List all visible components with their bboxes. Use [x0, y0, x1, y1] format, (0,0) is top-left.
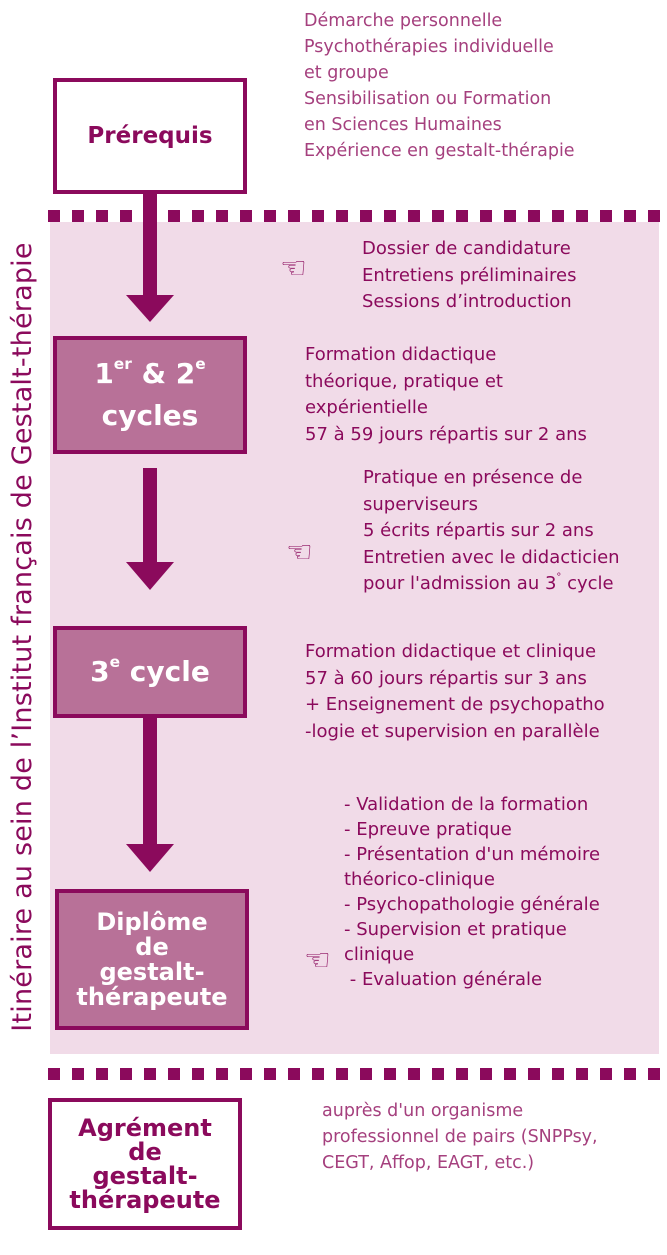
cycle3-detail: 57 à 60 jours répartis sur 3 ans [305, 667, 587, 689]
transition3-details: Pratique en présence de superviseurs 5 é… [363, 465, 620, 598]
pointing-hand-icon: ☜ [304, 943, 331, 978]
prerequis-detail: Démarche personnelle [304, 11, 503, 31]
prerequis-box: Prérequis [53, 78, 247, 194]
diplome-requirement: - Evaluation générale [344, 969, 543, 990]
cycle3-detail: -logie et supervision en parallèle [305, 720, 600, 742]
cycle3-details: Formation didactique et clinique 57 à 60… [305, 639, 605, 745]
agrement-label-line: Agrément [78, 1114, 212, 1142]
transition3-detail: Pratique en présence de [363, 467, 583, 488]
cycle3-box: 3e cycle [53, 626, 247, 718]
cycle3-label: 3e cycle [90, 653, 210, 688]
transition3-detail: Entretien avec le didacticien [363, 546, 620, 568]
diplome-requirement: clinique [344, 944, 415, 965]
diplome-label-line: de [135, 932, 169, 961]
diplome-label-line: Diplôme [96, 907, 208, 936]
prerequis-details: Démarche personnelle Psychothérapies ind… [304, 8, 575, 164]
admission-step: Sessions d’introduction [362, 291, 572, 312]
cycles12-box: 1er & 2e cycles [53, 336, 247, 454]
admission-step: Dossier de candidature [362, 238, 571, 259]
diplome-label-line: gestalt- [99, 957, 205, 986]
cycles12-detail: expérientielle [305, 397, 429, 418]
admission-steps: Dossier de candidature Entretiens prélim… [362, 236, 577, 316]
cycles12-label-line2: cycles [101, 399, 199, 432]
diplome-box: Diplôme de gestalt- thérapeute [55, 889, 249, 1030]
admission-step: Entretiens préliminaires [362, 264, 577, 286]
pointing-hand-icon: ☜ [280, 251, 307, 286]
dotted-separator-bottom [48, 1068, 667, 1080]
agrement-label-line: de [128, 1138, 162, 1166]
arrow-down-icon [126, 718, 174, 872]
diplome-label-line: thérapeute [76, 982, 228, 1011]
pointing-hand-icon: ☜ [286, 535, 313, 570]
prerequis-detail: Sensibilisation ou Formation [304, 89, 552, 109]
agrement-label-line: thérapeute [69, 1186, 221, 1214]
diplome-requirement: - Supervision et pratique [344, 919, 567, 940]
prerequis-detail: et groupe [304, 63, 389, 83]
cycles12-detail: 57 à 59 jours répartis sur 2 ans [305, 423, 587, 445]
prerequis-detail: Expérience en gestalt-thérapie [304, 141, 575, 161]
cycles12-label-line1: 1er & 2e [94, 355, 206, 390]
dotted-separator-top [48, 210, 667, 222]
cycle3-detail: + Enseignement de psychopatho [305, 694, 605, 715]
prerequis-label: Prérequis [87, 122, 213, 149]
diplome-requirement: - Présentation d'un mémoire [344, 844, 601, 865]
diplome-requirements: - Validation de la formation - Epreuve p… [344, 792, 600, 992]
agrement-detail: auprès d'un organisme [322, 1101, 524, 1121]
agrement-box: Agrément de gestalt- thérapeute [48, 1098, 242, 1230]
arrow-down-icon [126, 468, 174, 590]
transition3-detail: superviseurs [363, 493, 478, 515]
cycles12-details: Formation didactique théorique, pratique… [305, 342, 587, 448]
cycle3-detail: Formation didactique et clinique [305, 641, 597, 662]
prerequis-detail: Psychothérapies individuelle [304, 37, 554, 57]
cycles12-detail: Formation didactique [305, 344, 497, 365]
agrement-detail: CEGT, Affop, EAGT, etc.) [322, 1153, 535, 1173]
diplome-requirement: - Validation de la formation [344, 794, 589, 815]
agrement-detail: professionnel de pairs (SNPPsy, [322, 1127, 598, 1147]
transition3-detail: 5 écrits répartis sur 2 ans [363, 520, 594, 541]
arrow-down-icon [126, 180, 174, 322]
agrement-label-line: gestalt- [92, 1162, 198, 1190]
cycles12-detail: théorique, pratique et [305, 370, 503, 392]
prerequis-detail: en Sciences Humaines [304, 115, 502, 135]
diplome-requirement: - Psychopathologie générale [344, 894, 600, 915]
agrement-details: auprès d'un organisme professionnel de p… [322, 1098, 598, 1176]
diplome-requirement: théorico-clinique [344, 869, 495, 890]
diplome-requirement: - Epreuve pratique [344, 819, 512, 840]
transition3-detail: pour l'admission au 3° cycle [363, 572, 614, 594]
